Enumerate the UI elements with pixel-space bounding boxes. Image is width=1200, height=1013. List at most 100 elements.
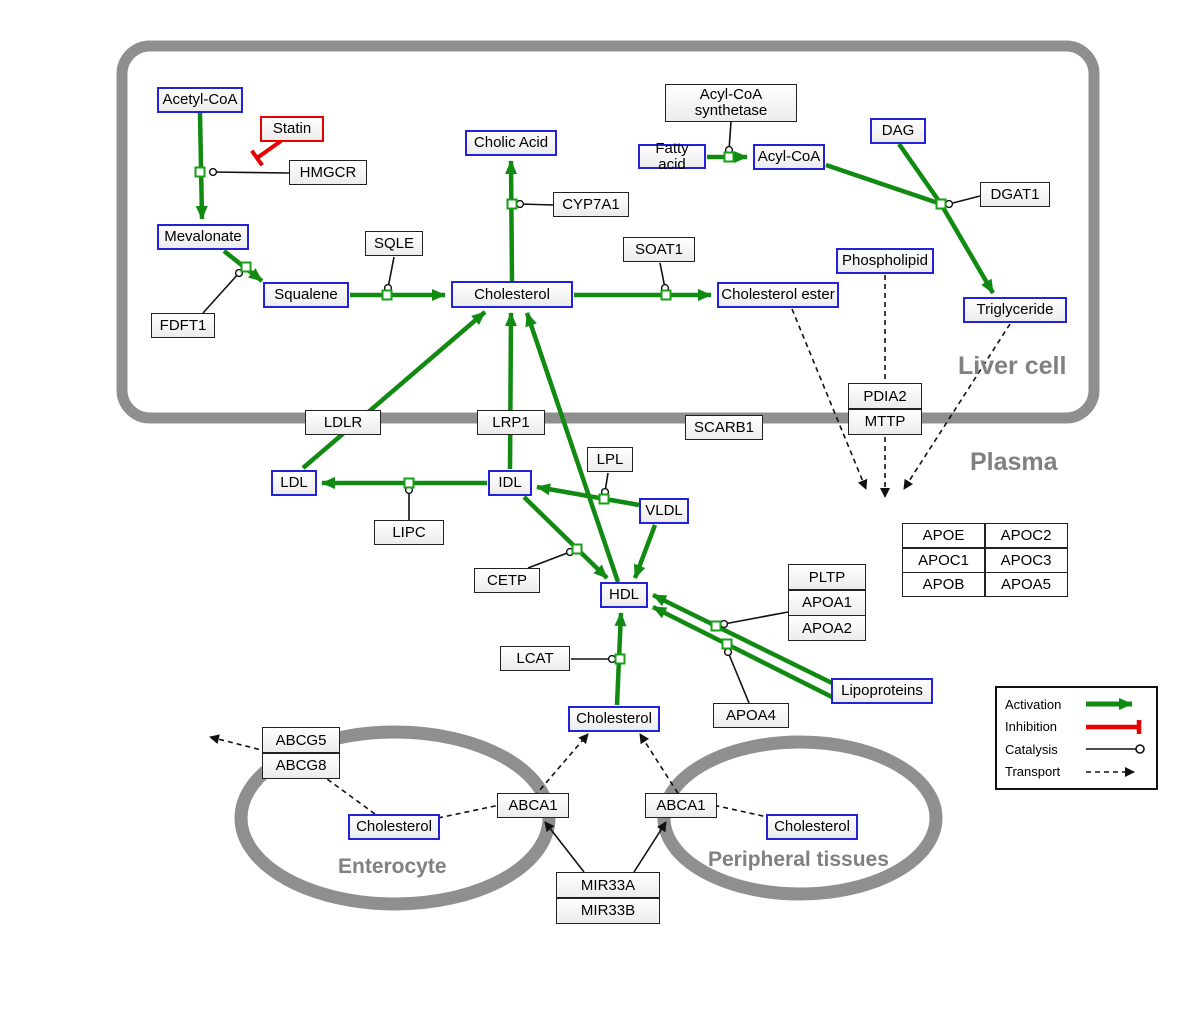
node-apoc3[interactable]: APOC3	[985, 548, 1067, 572]
inhibition-edges	[250, 139, 283, 167]
node-acetyl-coa[interactable]: Acetyl-CoA	[157, 87, 243, 113]
node-mir33a[interactable]: MIR33A	[557, 873, 659, 897]
catalysis-circle-symbol	[1086, 744, 1145, 755]
edge-cyp7a1-catalysis	[515, 199, 554, 209]
node-abcg5[interactable]: ABCG5	[263, 728, 339, 752]
node-abcg8[interactable]: ABCG8	[263, 753, 339, 778]
node-cholesterol-peripheral[interactable]: Cholesterol	[766, 814, 858, 840]
acyl-coa-synthetase-line1: Acyl-CoA	[699, 86, 763, 104]
node-cholesterol-liver[interactable]: Cholesterol	[451, 281, 573, 308]
liver-cell-membrane	[116, 40, 1100, 424]
node-apoc1[interactable]: APOC1	[903, 548, 984, 572]
node-apoa5[interactable]: APOA5	[985, 573, 1067, 596]
edge-lipoproteins-hdl-lower	[651, 604, 840, 703]
node-cetp[interactable]: CETP	[474, 568, 540, 593]
node-mttp[interactable]: MTTP	[849, 409, 921, 434]
node-acyl-coa[interactable]: Acyl-CoA	[753, 144, 825, 170]
node-hmgcr[interactable]: HMGCR	[289, 160, 367, 185]
node-ldl[interactable]: LDL	[271, 470, 317, 496]
node-lrp1[interactable]: LRP1	[477, 410, 545, 435]
node-idl[interactable]: IDL	[488, 470, 532, 496]
node-apoa2[interactable]: APOA2	[789, 616, 865, 640]
node-acyl-coa-synthetase[interactable]: Acyl-CoA synthetase	[665, 84, 797, 122]
reaction-node	[571, 543, 583, 555]
edge-vldl-hdl	[632, 524, 658, 579]
node-mir33b[interactable]: MIR33B	[557, 898, 659, 923]
plasma-label: Plasma	[970, 448, 1058, 476]
edge-hmgcr-catalysis	[208, 167, 290, 177]
edge-cholesterol-cholicacid	[505, 160, 518, 282]
node-lipoproteins[interactable]: Lipoproteins	[831, 678, 933, 704]
node-abca1-enterocyte[interactable]: ABCA1	[497, 793, 569, 818]
node-lipc[interactable]: LIPC	[374, 520, 444, 545]
node-sqle[interactable]: SQLE	[365, 231, 423, 256]
stack-mir33: MIR33A MIR33B	[556, 872, 660, 924]
node-statin[interactable]: Statin	[260, 116, 324, 142]
edge-cetp-catalysis	[527, 547, 575, 569]
legend-row-catalysis: Catalysis	[1005, 741, 1148, 757]
node-phospholipid[interactable]: Phospholipid	[836, 248, 934, 274]
node-hdl[interactable]: HDL	[600, 582, 648, 608]
node-abca1-peripheral[interactable]: ABCA1	[645, 793, 717, 818]
edge-mir33-abca1-peripheral	[633, 821, 667, 873]
node-apoc2[interactable]: APOC2	[985, 524, 1067, 547]
legend-inhibition-label: Inhibition	[1005, 719, 1058, 735]
edge-sqle-catalysis	[383, 256, 395, 293]
node-cholesterol-ester[interactable]: Cholesterol ester	[717, 282, 839, 308]
node-fatty-acid[interactable]: Fatty acid	[638, 140, 706, 172]
node-triglyceride[interactable]: Triglyceride	[963, 297, 1067, 323]
reaction-node	[721, 638, 733, 650]
node-fdft1[interactable]: FDFT1	[151, 313, 215, 338]
node-apoa4[interactable]: APOA4	[713, 703, 789, 728]
legend-activation-label: Activation	[1005, 696, 1062, 712]
edge-acylcoa-synthetase-catalysis	[724, 121, 734, 155]
node-apoa1[interactable]: APOA1	[789, 590, 865, 615]
edge-hdl-cholesterol-uptake	[524, 312, 621, 583]
peripheral-tissues-membrane	[657, 735, 943, 901]
node-pdia2[interactable]: PDIA2	[849, 384, 921, 408]
node-dgat1[interactable]: DGAT1	[980, 182, 1050, 207]
node-cholesterol-plasma[interactable]: Cholesterol	[568, 706, 660, 732]
edge-ldl-cholesterol-uptake	[301, 310, 487, 470]
edge-apoa4-catalysis	[723, 647, 750, 704]
reaction-node	[240, 261, 252, 273]
reaction-node	[403, 477, 415, 489]
node-cholesterol-enterocyte[interactable]: Cholesterol	[348, 814, 440, 840]
edge-acylcoa-dgat1-reaction	[825, 162, 942, 207]
node-vldl[interactable]: VLDL	[639, 498, 689, 524]
activation-arrow-symbol	[1086, 698, 1133, 711]
node-squalene[interactable]: Squalene	[263, 282, 349, 308]
node-dag[interactable]: DAG	[870, 118, 926, 144]
enterocyte-membrane	[234, 725, 556, 911]
stack-pltp-apoa1-apoa2: PLTP APOA1 APOA2	[788, 564, 866, 641]
edge-idl-hdl-cetp	[522, 495, 609, 580]
reaction-node	[598, 493, 610, 505]
reaction-node	[935, 198, 947, 210]
inhibition-bar-symbol	[1086, 719, 1142, 734]
node-pltp[interactable]: PLTP	[789, 565, 865, 589]
node-cyp7a1[interactable]: CYP7A1	[553, 192, 629, 217]
edge-vldl-idl	[536, 483, 640, 508]
node-mevalonate[interactable]: Mevalonate	[157, 224, 249, 250]
catalysis-edges	[202, 121, 981, 873]
node-lpl[interactable]: LPL	[587, 447, 633, 472]
node-lcat[interactable]: LCAT	[500, 646, 570, 671]
node-apob[interactable]: APOB	[903, 573, 984, 596]
edge-pltp-apoa-catalysis	[719, 611, 789, 629]
edge-statin-inhibition	[255, 139, 283, 160]
node-ldlr[interactable]: LDLR	[305, 410, 381, 435]
node-cholic-acid[interactable]: Cholic Acid	[465, 130, 557, 156]
reaction-node	[723, 151, 735, 163]
reaction-node	[381, 289, 393, 301]
node-apoe[interactable]: APOE	[903, 524, 984, 547]
edge-dag-dgat1-reaction	[897, 142, 943, 206]
node-scarb1[interactable]: SCARB1	[685, 415, 763, 440]
reaction-node	[660, 289, 672, 301]
reaction-node	[710, 620, 722, 632]
stack-abcg5-abcg8: ABCG5 ABCG8	[262, 727, 340, 779]
edge-lipoproteins-hdl-upper	[652, 592, 833, 686]
node-soat1[interactable]: SOAT1	[623, 237, 695, 262]
legend-row-activation: Activation	[1005, 696, 1148, 712]
